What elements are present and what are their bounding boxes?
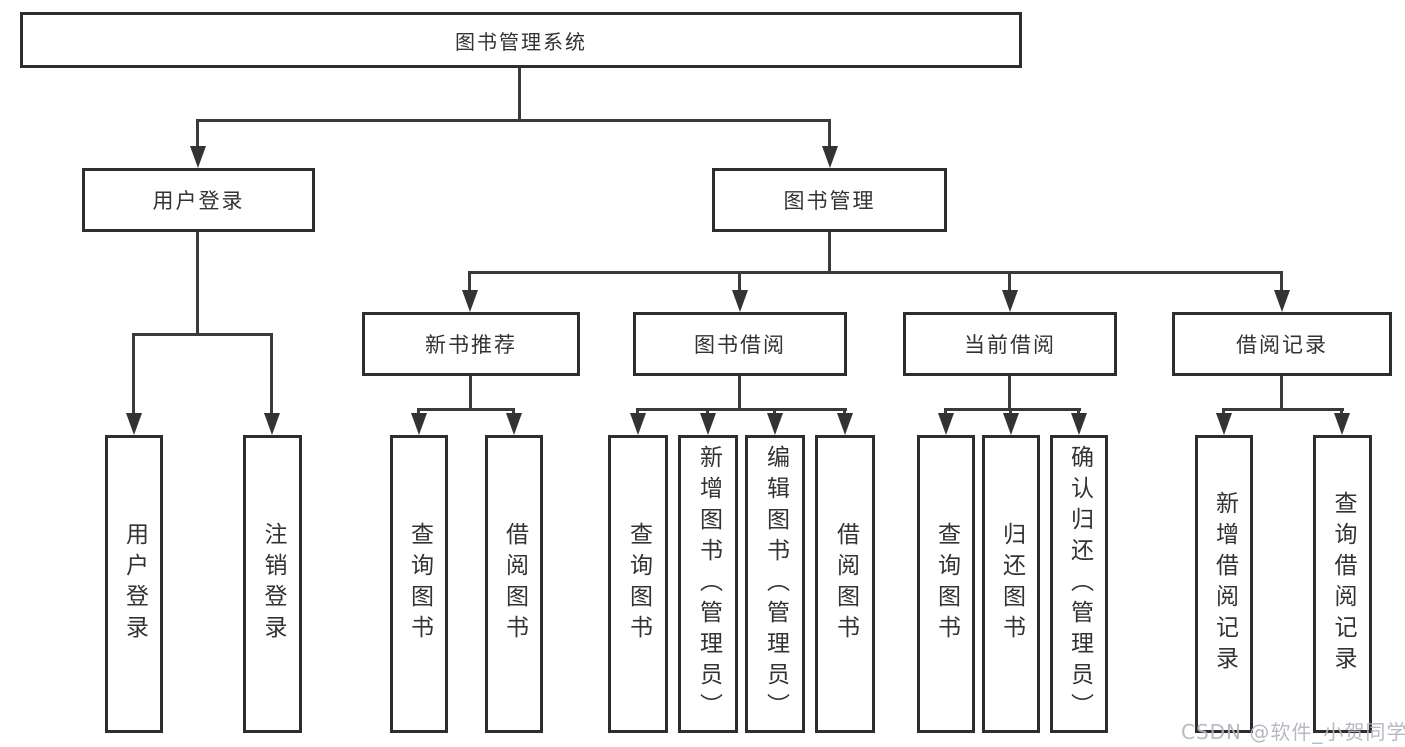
connector-current-borrow-rail [944, 408, 1081, 411]
node-user-login: 用户登录 [82, 168, 315, 232]
node-root: 图书管理系统 [20, 12, 1022, 68]
leaf-nb-query-books-label: 查询图书 [406, 522, 433, 646]
node-root-label: 图书管理系统 [455, 29, 587, 54]
connector-borrow-records-stem [1280, 376, 1283, 411]
node-new-books: 新书推荐 [362, 312, 580, 376]
connector-user-login-drop-2 [270, 333, 273, 413]
connector-book-mgmt-rail [468, 271, 1283, 274]
arrow-to-nb-borrow [506, 413, 522, 435]
arrow-to-br-query [1334, 413, 1350, 435]
node-book-borrow-label: 图书借阅 [694, 333, 786, 357]
connector-new-books-stem [469, 376, 472, 411]
leaf-bb-borrow-books: 借阅图书 [815, 435, 875, 733]
connector-book-borrow-drop-1 [636, 408, 639, 414]
connector-book-mgmt-drop-3 [1008, 271, 1011, 290]
connector-book-mgmt-stem [828, 232, 831, 274]
arrow-to-bb-edit [767, 413, 783, 435]
arrow-to-bb-borrow [837, 413, 853, 435]
connector-borrow-records-rail [1222, 408, 1344, 411]
connector-root-drop-left [196, 119, 199, 146]
leaf-cb-return-books: 归还图书 [982, 435, 1040, 733]
connector-book-borrow-drop-4 [843, 408, 846, 414]
arrow-to-new-books [462, 290, 478, 312]
arrow-to-borrow-records [1274, 290, 1290, 312]
leaf-logout-label: 注销登录 [260, 522, 286, 646]
connector-current-borrow-drop-3 [1077, 408, 1080, 414]
arrow-to-current-borrow [1002, 290, 1018, 312]
leaf-nb-borrow-books-label: 借阅图书 [501, 522, 528, 646]
connector-book-mgmt-drop-2 [738, 271, 741, 290]
connector-user-login-rail [132, 333, 273, 336]
leaf-bb-query-books-label: 查询图书 [625, 522, 652, 646]
node-borrow-records-label: 借阅记录 [1236, 333, 1328, 357]
connector-book-mgmt-drop-4 [1280, 271, 1283, 290]
arrow-to-cb-confirm [1071, 413, 1087, 435]
connector-user-login-stem [196, 232, 199, 336]
arrow-to-bb-query [630, 413, 646, 435]
leaf-logout: 注销登录 [243, 435, 302, 733]
connector-borrow-records-drop-1 [1222, 408, 1225, 414]
leaf-cb-query-books: 查询图书 [917, 435, 975, 733]
connector-root-drop-right [828, 119, 831, 146]
leaf-br-query-record: 查询借阅记录 [1313, 435, 1372, 733]
connector-book-borrow-rail [636, 408, 847, 411]
leaf-bb-add-books-label: 新增图书（管理员） [695, 444, 722, 724]
arrow-to-logout [264, 413, 280, 435]
node-new-books-label: 新书推荐 [425, 333, 517, 357]
node-borrow-records: 借阅记录 [1172, 312, 1392, 376]
csdn-watermark: CSDN @软件_小贺同学 [1181, 720, 1405, 744]
connector-book-borrow-drop-3 [773, 408, 776, 414]
node-user-login-label: 用户登录 [152, 189, 245, 213]
node-book-mgmt: 图书管理 [712, 168, 947, 232]
leaf-nb-query-books: 查询图书 [390, 435, 448, 733]
connector-new-books-drop-2 [512, 408, 515, 414]
leaf-bb-edit-books: 编辑图书（管理员） [745, 435, 805, 733]
connector-current-borrow-stem [1008, 376, 1011, 411]
connector-book-borrow-drop-2 [706, 408, 709, 414]
leaf-cb-confirm-return-label: 确认归还（管理员） [1066, 444, 1093, 724]
connector-current-borrow-drop-2 [1009, 408, 1012, 414]
leaf-cb-return-books-label: 归还图书 [998, 522, 1025, 646]
connector-root-rail [196, 119, 831, 122]
arrow-to-login [126, 413, 142, 435]
leaf-br-add-record-label: 新增借阅记录 [1211, 491, 1238, 677]
leaf-bb-edit-books-label: 编辑图书（管理员） [762, 444, 789, 724]
leaf-user-login-label: 用户登录 [121, 522, 148, 646]
node-book-mgmt-label: 图书管理 [783, 189, 876, 213]
arrow-to-user-login [190, 146, 206, 168]
connector-root-stem [518, 68, 521, 122]
leaf-br-query-record-label: 查询借阅记录 [1330, 491, 1356, 677]
connector-new-books-drop-1 [417, 408, 420, 414]
arrow-to-br-add [1216, 413, 1232, 435]
arrow-to-cb-return [1003, 413, 1019, 435]
arrow-to-cb-query [938, 413, 954, 435]
leaf-br-add-record: 新增借阅记录 [1195, 435, 1253, 733]
connector-book-borrow-stem [738, 376, 741, 411]
node-current-borrow-label: 当前借阅 [964, 333, 1056, 357]
connector-book-mgmt-drop-1 [468, 271, 471, 290]
arrow-to-nb-query [411, 413, 427, 435]
arrow-to-book-mgmt [822, 146, 838, 168]
connector-borrow-records-drop-2 [1340, 408, 1343, 414]
connector-new-books-rail [417, 408, 515, 411]
leaf-user-login: 用户登录 [105, 435, 163, 733]
leaf-bb-borrow-books-label: 借阅图书 [832, 522, 859, 646]
leaf-bb-query-books: 查询图书 [608, 435, 668, 733]
arrow-to-bb-add [700, 413, 716, 435]
arrow-to-book-borrow [732, 290, 748, 312]
leaf-nb-borrow-books: 借阅图书 [485, 435, 543, 733]
connector-user-login-drop-1 [132, 333, 135, 413]
leaf-cb-confirm-return: 确认归还（管理员） [1050, 435, 1108, 733]
connector-current-borrow-drop-1 [944, 408, 947, 414]
node-book-borrow: 图书借阅 [633, 312, 847, 376]
node-current-borrow: 当前借阅 [903, 312, 1117, 376]
leaf-bb-add-books: 新增图书（管理员） [678, 435, 738, 733]
leaf-cb-query-books-label: 查询图书 [933, 522, 960, 646]
